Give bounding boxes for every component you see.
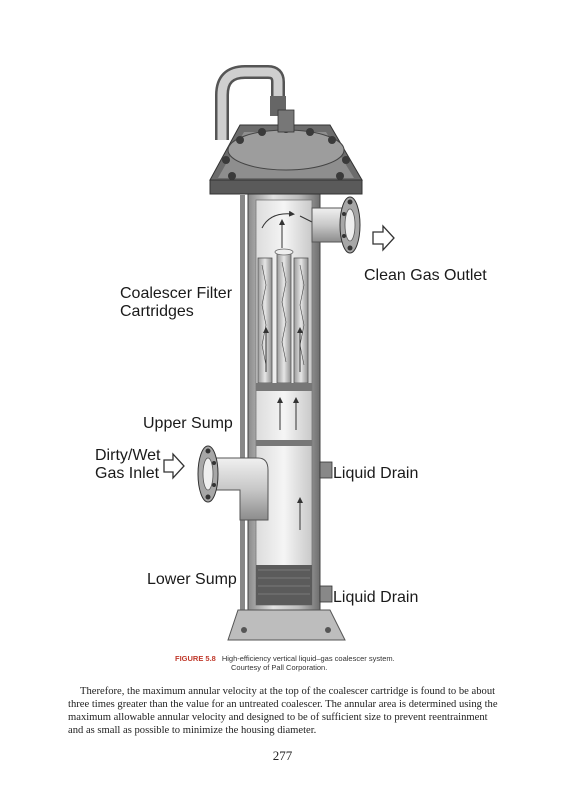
base-plate xyxy=(227,609,346,641)
inlet-label-line2: Gas Inlet xyxy=(95,465,160,482)
upper-sump-label: Upper Sump xyxy=(143,415,233,432)
flow-arrows xyxy=(261,210,321,530)
coalescer-illustration xyxy=(163,65,395,641)
filter-cartridges xyxy=(257,248,309,384)
top-head xyxy=(209,109,363,195)
inlet-label-line1: Dirty/Wet xyxy=(95,447,161,464)
tube-sheet xyxy=(256,383,312,391)
figure-credit: Courtesy of Pall Corporation. xyxy=(231,663,328,672)
lower-sump-liquid xyxy=(256,565,312,605)
body-paragraph: Therefore, the maximum annular velocity … xyxy=(68,686,498,736)
page-number: 277 xyxy=(272,748,293,763)
coalescer-label-line2: Cartridges xyxy=(120,303,194,320)
liquid-drain-upper-label: Liquid Drain xyxy=(333,465,419,482)
lower-sump-label: Lower Sump xyxy=(147,571,237,588)
liquid-drain-lower-label: Liquid Drain xyxy=(333,589,419,606)
upper-sump-plate xyxy=(256,440,312,446)
figure-number: FIGURE 5.8 xyxy=(175,654,216,663)
lower-drain-nozzle xyxy=(319,585,333,603)
outlet-nozzle xyxy=(311,196,361,254)
vent-pipe xyxy=(215,65,286,140)
inlet-arrow-icon xyxy=(163,452,185,480)
inlet-nozzle xyxy=(197,445,269,521)
coalescer-figure: Clean Gas Outlet Coalescer Filter Cartri… xyxy=(95,65,487,641)
coalescer-label-line1: Coalescer Filter xyxy=(120,285,233,302)
side-rod xyxy=(240,195,245,615)
figure-caption-text: High-efficiency vertical liquid–gas coal… xyxy=(221,654,395,663)
outlet-arrow-icon xyxy=(372,224,395,252)
clean-gas-outlet-label: Clean Gas Outlet xyxy=(364,267,487,284)
figure-caption: FIGURE 5.8 High-efficiency vertical liqui… xyxy=(175,654,475,672)
upper-drain-nozzle xyxy=(319,461,333,479)
